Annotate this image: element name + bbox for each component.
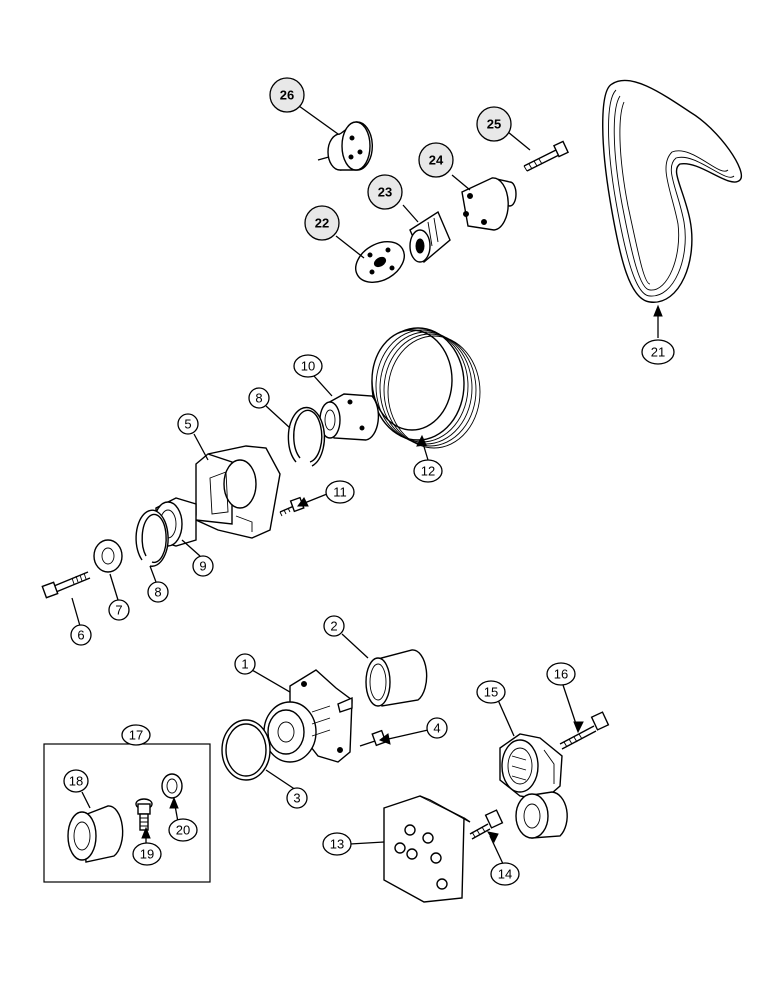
leader-lines <box>71 105 659 867</box>
callout-22-label: 22 <box>315 216 329 231</box>
callout-22: 22 <box>304 205 340 241</box>
callout-1-label: 1 <box>241 657 248 672</box>
callout-7: 7 <box>108 599 130 621</box>
callout-21-label: 21 <box>651 345 665 360</box>
part-8-snap-ring-lower <box>135 509 169 567</box>
callout-8-lower: 8 <box>147 581 169 603</box>
callout-11-label: 11 <box>333 485 347 500</box>
callout-15-label: 15 <box>484 685 498 700</box>
callout-23: 23 <box>367 174 403 210</box>
callout-16-label: 16 <box>554 667 568 682</box>
part-10-shaft-hub <box>319 393 380 441</box>
callout-3: 3 <box>286 787 308 809</box>
callout-8-upper-label: 8 <box>255 391 262 406</box>
callout-13: 13 <box>322 832 352 856</box>
part-25-bolt <box>523 140 569 172</box>
part-21-drive-belt <box>602 79 743 303</box>
callout-10: 10 <box>293 354 323 378</box>
part-7-washer <box>93 539 123 573</box>
callout-24: 24 <box>418 142 454 178</box>
callout-21: 21 <box>641 339 675 365</box>
leader-arrowheads <box>141 304 663 844</box>
callout-1: 1 <box>234 653 256 675</box>
callout-25-label: 25 <box>487 117 501 132</box>
callout-16: 16 <box>546 662 576 686</box>
callout-3-label: 3 <box>293 791 300 806</box>
part-2-sleeve <box>365 649 428 707</box>
callout-8-upper: 8 <box>248 387 270 409</box>
part-22-spacer-plate <box>355 241 405 283</box>
callout-26: 26 <box>269 77 305 113</box>
callout-19: 19 <box>132 842 162 866</box>
part-1-water-pump <box>263 669 353 763</box>
part-12-pulley <box>371 327 481 449</box>
callout-2: 2 <box>323 615 345 637</box>
callout-6-label: 6 <box>77 628 84 643</box>
callout-19-label: 19 <box>140 847 154 862</box>
part-15-belt-tensioner <box>499 733 568 839</box>
part-18-idler-roller <box>67 805 124 863</box>
callout-2-label: 2 <box>330 619 337 634</box>
callout-12-label: 12 <box>421 464 435 479</box>
part-4-bolt <box>359 729 387 747</box>
callout-8-lower-label: 8 <box>154 585 161 600</box>
callout-14-label: 14 <box>498 867 512 882</box>
part-13-mounting-plate <box>383 795 471 903</box>
callout-25: 25 <box>476 106 512 142</box>
callout-23-label: 23 <box>378 185 392 200</box>
callout-24-label: 24 <box>429 153 444 168</box>
callout-5-label: 5 <box>184 417 191 432</box>
callout-20: 20 <box>168 818 198 842</box>
callout-20-label: 20 <box>176 823 190 838</box>
callout-4-label: 4 <box>433 721 440 736</box>
part-5-bearing-housing <box>195 445 281 539</box>
callout-9: 9 <box>192 555 214 577</box>
callout-26-label: 26 <box>280 88 294 103</box>
callout-12: 12 <box>413 459 443 483</box>
callout-11: 11 <box>325 480 355 504</box>
part-23-coupling <box>409 210 451 264</box>
callout-4: 4 <box>426 717 448 739</box>
part-8-snap-ring-upper <box>287 406 326 467</box>
callout-10-label: 10 <box>301 359 315 374</box>
part-11-bolt <box>279 496 305 517</box>
callout-13-label: 13 <box>330 837 344 852</box>
callout-6: 6 <box>70 624 92 646</box>
callout-18: 18 <box>63 769 89 793</box>
callout-7-label: 7 <box>115 603 122 618</box>
part-26-idler-pulley <box>317 121 374 171</box>
callout-18-label: 18 <box>69 774 83 789</box>
part-19-stud <box>135 798 153 831</box>
callout-17-label: 17 <box>129 728 143 743</box>
callout-9-label: 9 <box>199 559 206 574</box>
callout-17: 17 <box>121 724 151 746</box>
part-14-bolt <box>469 809 504 840</box>
part-20-washer <box>161 773 183 799</box>
callout-14: 14 <box>490 862 520 886</box>
kit-17-box <box>43 743 211 883</box>
part-6-bolt <box>41 571 91 599</box>
part-24-pulley-hub <box>461 177 517 231</box>
callout-5: 5 <box>177 413 199 435</box>
callout-15: 15 <box>476 680 506 704</box>
part-3-o-ring <box>221 719 271 781</box>
part-16-bolt <box>559 711 610 750</box>
